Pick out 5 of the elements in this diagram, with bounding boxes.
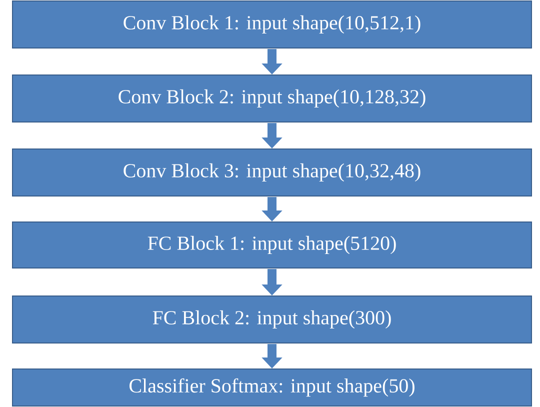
process-box: FC Block 2: input shape(300) (12, 296, 532, 344)
process-box: Conv Block 1: input shape(10,512,1) (12, 0, 532, 48)
process-box: Conv Block 2: input shape(10,128,32) (12, 74, 532, 122)
process-box: Conv Block 3: input shape(10,32,48) (12, 148, 532, 196)
process-box: FC Block 1: input shape(5120) (12, 222, 532, 268)
